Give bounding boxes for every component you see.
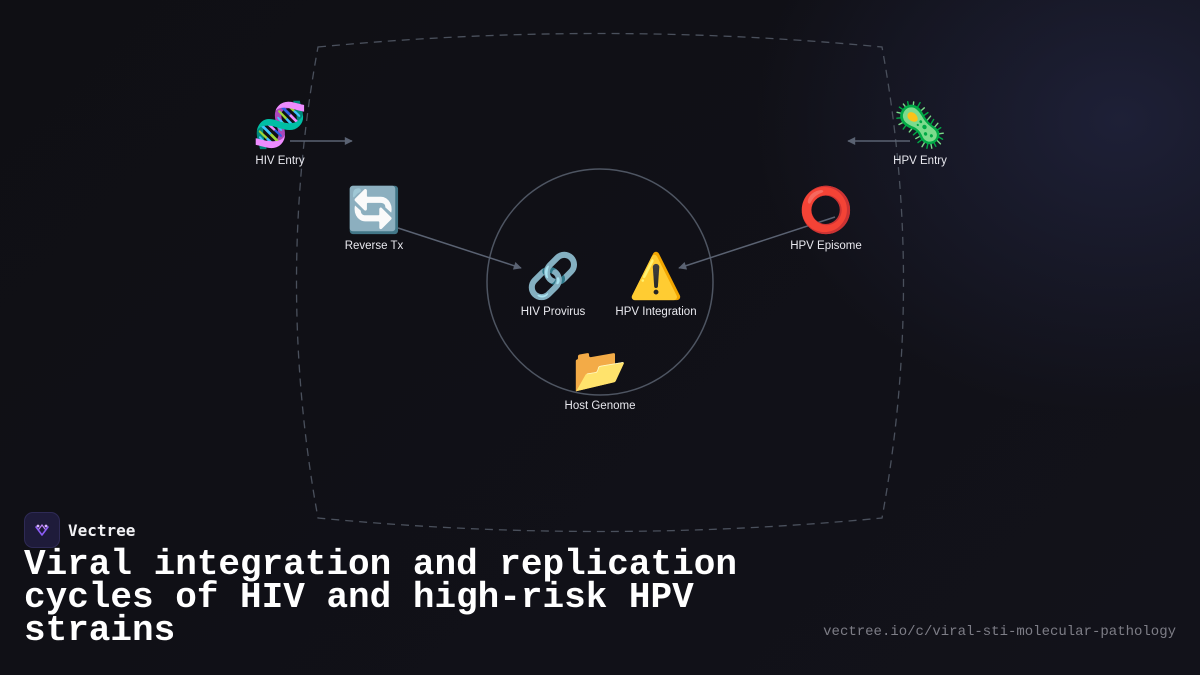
node-label-reverse-tx: Reverse Tx — [344, 240, 404, 252]
node-hpv-integration[interactable]: ⚠️ HPV Integration — [591, 251, 721, 319]
cell-boundary — [295, 32, 905, 533]
node-reverse-tx[interactable]: 🔄 Reverse Tx — [309, 185, 439, 253]
edge-reverse-tx-to-hiv-provirus — [397, 227, 522, 270]
nucleus-boundary — [486, 168, 714, 396]
link-icon: 🔗 — [525, 251, 581, 302]
open-folder-icon: 📂 — [572, 345, 628, 396]
edge-hpv-episome-to-hpv-integration — [678, 216, 836, 270]
node-label-hpv-integration: HPV Integration — [615, 306, 697, 318]
warning-icon: ⚠️ — [628, 251, 684, 302]
node-label-hpv-episome: HPV Episome — [790, 240, 862, 252]
node-hiv-entry[interactable]: 🧬 HIV Entry — [215, 100, 345, 168]
node-hpv-episome[interactable]: ⭕ HPV Episome — [761, 185, 891, 253]
node-label-hiv-entry: HIV Entry — [255, 155, 305, 167]
node-hiv-provirus[interactable]: 🔗 HIV Provirus — [488, 251, 618, 319]
node-hpv-entry[interactable]: 🦠 HPV Entry — [855, 100, 985, 168]
node-label-hpv-entry: HPV Entry — [893, 155, 947, 167]
brand[interactable]: Vectree — [24, 512, 135, 548]
microbe-icon: 🦠 — [892, 100, 948, 151]
brand-name: Vectree — [68, 520, 136, 540]
node-label-hiv-provirus: HIV Provirus — [520, 306, 586, 318]
page-title: Viral integration and replication cycles… — [24, 544, 737, 651]
ring-icon: ⭕ — [798, 185, 854, 236]
node-label-host-genome: Host Genome — [564, 400, 636, 412]
cycle-arrows-icon: 🔄 — [346, 185, 402, 236]
vectree-logo-icon — [24, 512, 60, 548]
node-host-genome[interactable]: 📂 Host Genome — [535, 345, 665, 413]
source-url[interactable]: vectree.io/c/viral-sti-molecular-patholo… — [823, 624, 1176, 640]
dna-icon: 🧬 — [252, 100, 308, 151]
